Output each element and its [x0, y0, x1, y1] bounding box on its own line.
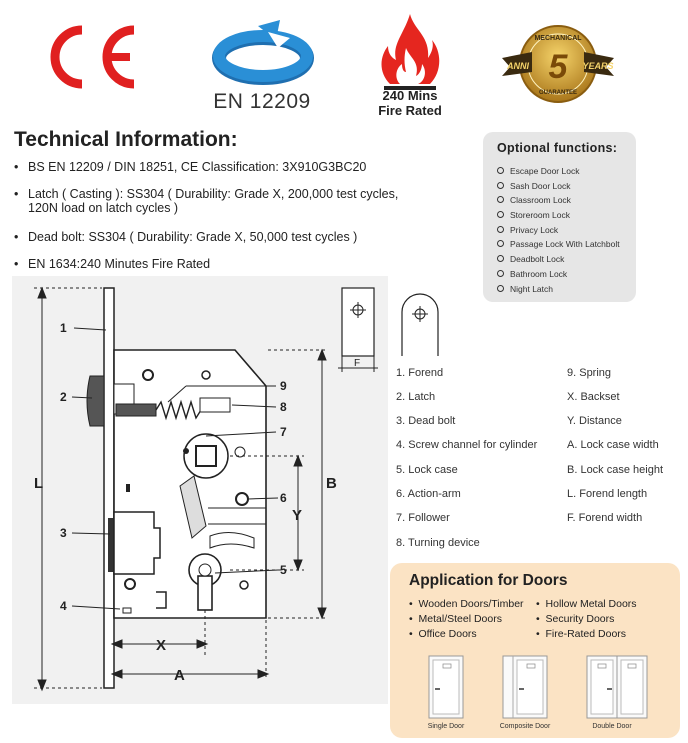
dim-label-L: L: [34, 475, 43, 492]
legend-item: 1. Forend: [396, 367, 444, 379]
recycle-arrow-icon: [212, 20, 314, 85]
callout-label: 4: [60, 599, 67, 613]
application-item: • Wooden Doors/Timber: [409, 598, 524, 610]
legend-item: 3. Dead bolt: [396, 415, 456, 427]
tech-item: •Latch ( Casting ): SS304 ( Durability: …: [14, 187, 399, 215]
option-item: Deadbolt Lock: [497, 254, 564, 264]
callout-label: 6: [280, 491, 287, 505]
application-item: • Hollow Metal Doors: [536, 598, 637, 610]
forend-front-view: [341, 287, 375, 357]
forend-plate: [103, 287, 115, 689]
screw-hole: [142, 369, 154, 381]
svg-text:YEARS: YEARS: [582, 61, 613, 71]
circle-bullet-icon: [497, 240, 504, 248]
forend-end-view: [401, 293, 439, 356]
callout-label: 1: [60, 321, 67, 335]
latch-stem: [115, 403, 157, 417]
legend-item: 5. Lock case: [396, 464, 458, 476]
dim-label-B: B: [326, 475, 337, 492]
tech-item: •Dead bolt: SS304 ( Durability: Grade X,…: [14, 230, 358, 244]
option-item: Bathroom Lock: [497, 269, 567, 279]
single-door-icon: [428, 655, 464, 719]
warranty-seal-icon: MECHANICAL ANNI 5 YEARS GUARANTEE: [502, 25, 614, 103]
option-item: Passage Lock With Latchbolt: [497, 239, 620, 249]
callout-label: 7: [280, 425, 287, 439]
svg-text:MECHANICAL: MECHANICAL: [534, 35, 582, 42]
application-item: • Fire-Rated Doors: [536, 628, 627, 640]
circle-bullet-icon: [497, 196, 504, 204]
circle-bullet-icon: [497, 255, 504, 263]
svg-text:ANNI: ANNI: [506, 61, 529, 71]
optional-functions-title: Optional functions:: [497, 141, 618, 155]
legend-item: 6. Action-arm: [396, 488, 461, 500]
circle-bullet-icon: [497, 270, 504, 278]
en-standard-label: EN 12209: [213, 90, 311, 113]
dim-label-Y: Y: [292, 507, 302, 524]
callout-label: 5: [280, 563, 287, 577]
option-item: Sash Door Lock: [497, 181, 570, 191]
optional-functions-panel: [483, 132, 636, 302]
legend-item: L. Forend length: [567, 488, 648, 500]
fire-rating-line2: Fire Rated: [378, 103, 442, 118]
option-item: Classroom Lock: [497, 195, 571, 205]
tech-item: •EN 1634:240 Minutes Fire Rated: [14, 257, 211, 271]
latch-bolt: [86, 375, 105, 427]
fire-rating-line1: 240 Mins: [382, 88, 438, 103]
composite-door-icon: [502, 655, 548, 719]
deadbolt-face: [108, 518, 114, 572]
svg-text:GUARANTEE: GUARANTEE: [539, 90, 577, 96]
legend-item: 2. Latch: [396, 391, 436, 403]
door-caption: Composite Door: [499, 723, 551, 730]
option-item: Storeroom Lock: [497, 210, 570, 220]
legend-item: 8. Turning device: [396, 537, 480, 549]
legend-item: F. Forend width: [567, 512, 643, 524]
dim-label-F: F: [354, 358, 360, 369]
door-caption: Single Door: [427, 723, 465, 730]
callout-label: 8: [280, 400, 287, 414]
option-item: Privacy Lock: [497, 225, 558, 235]
svg-text:5: 5: [549, 48, 569, 86]
dim-label-X: X: [156, 637, 166, 654]
circle-bullet-icon: [497, 167, 504, 175]
forend-detail-diagram: F: [338, 287, 439, 372]
circle-bullet-icon: [497, 211, 504, 219]
application-item: • Office Doors: [409, 628, 477, 640]
screw-hole: [201, 370, 211, 380]
legend-item: 9. Spring: [567, 367, 612, 379]
legend-item: X. Backset: [567, 391, 620, 403]
flame-icon: [381, 14, 440, 90]
circle-bullet-icon: [497, 182, 504, 190]
tech-item: •BS EN 12209 / DIN 18251, CE Classificat…: [14, 160, 367, 174]
double-door-icon: [586, 655, 648, 719]
dim-label-A: A: [174, 667, 185, 684]
callout-label: 9: [280, 379, 287, 393]
legend-item: B. Lock case height: [567, 464, 664, 476]
ce-mark-icon: [50, 25, 135, 89]
legend-item: 7. Follower: [396, 512, 450, 524]
circle-bullet-icon: [497, 226, 504, 234]
legend-item: Y. Distance: [567, 415, 622, 427]
door-illustrations: [428, 655, 648, 719]
spring: [155, 399, 202, 421]
callout-label: 2: [60, 390, 67, 404]
turning-device: [199, 397, 231, 413]
deadbolt-body: [113, 511, 161, 575]
legend-item: 4. Screw channel for cylinder: [396, 439, 538, 451]
option-item: Night Latch: [497, 284, 553, 294]
application-item: • Metal/Steel Doors: [409, 613, 502, 625]
application-title: Application for Doors: [409, 572, 568, 589]
legend-item: A. Lock case width: [567, 439, 659, 451]
door-caption: Double Door: [592, 723, 632, 730]
application-item: • Security Doors: [536, 613, 615, 625]
circle-bullet-icon: [497, 285, 504, 293]
option-item: Escape Door Lock: [497, 166, 579, 176]
callout-label: 3: [60, 526, 67, 540]
action-arm: [179, 475, 207, 539]
mortise-lock-diagram: 1 2 3 4 5 6 7 8 9 L B Y: [12, 276, 388, 704]
technical-info-title: Technical Information:: [14, 128, 238, 151]
